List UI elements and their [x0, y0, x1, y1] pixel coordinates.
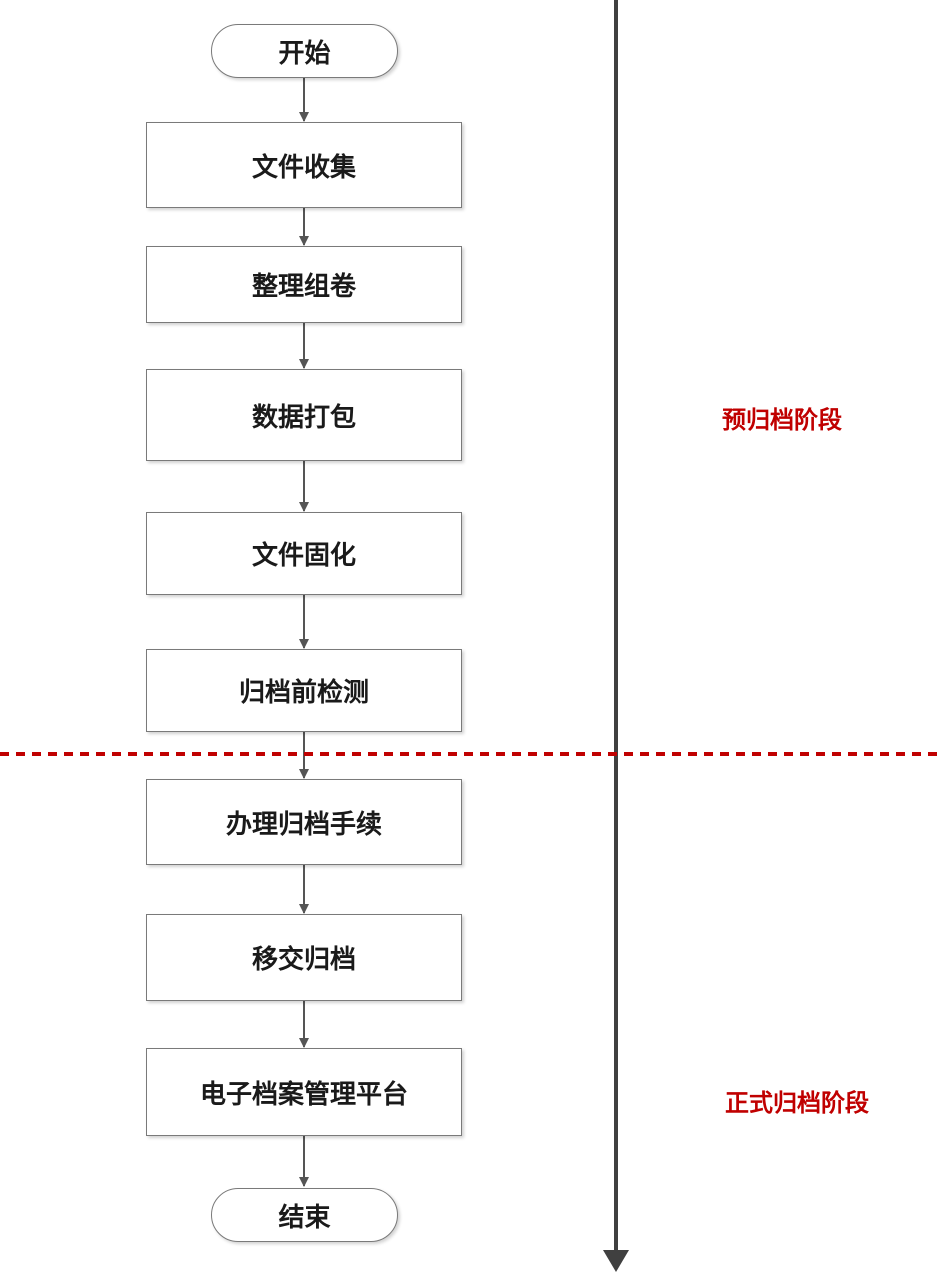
start-node: 开始 [211, 24, 398, 78]
stage-label-pre-archive: 预归档阶段 [722, 406, 842, 434]
step-file-solidification: 文件固化 [146, 512, 462, 595]
step-transfer-archive: 移交归档 [146, 914, 462, 1001]
step-organize-volumes: 整理组卷 [146, 246, 462, 323]
stage-label-formal-archive: 正式归档阶段 [725, 1089, 869, 1117]
step-file-collection: 文件收集 [146, 122, 462, 208]
step-data-packaging: 数据打包 [146, 369, 462, 461]
step-archive-procedures: 办理归档手续 [146, 779, 462, 865]
step-pre-archive-check: 归档前检测 [146, 649, 462, 732]
timeline-arrowhead [603, 1250, 629, 1272]
end-node: 结束 [211, 1188, 398, 1242]
step-archive-platform: 电子档案管理平台 [146, 1048, 462, 1136]
